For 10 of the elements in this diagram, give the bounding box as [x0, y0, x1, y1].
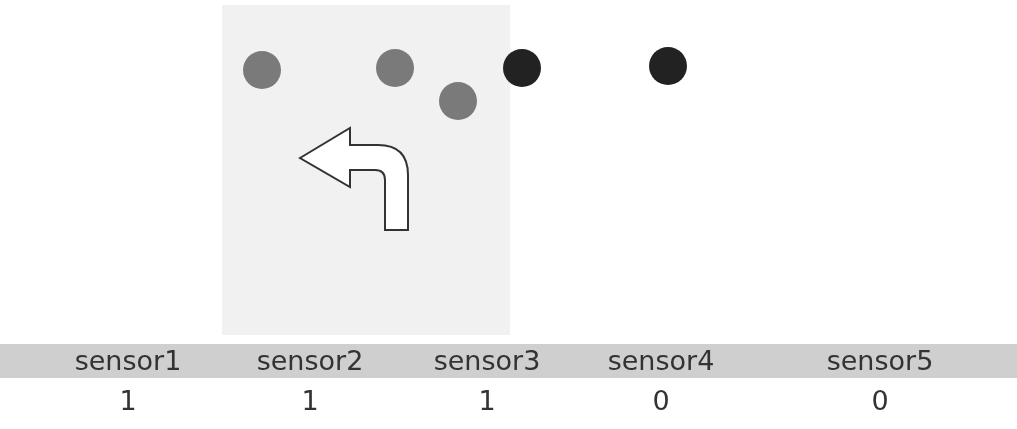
table-cell: 1: [301, 385, 319, 417]
table-cell: 1: [478, 385, 496, 417]
table-cell: 0: [871, 385, 889, 417]
column-header: sensor1: [74, 345, 182, 377]
table-cell: 1: [119, 385, 137, 417]
column-header: sensor5: [826, 345, 934, 377]
column-header: sensor2: [256, 345, 364, 377]
table-cell: 0: [652, 385, 670, 417]
column-header: sensor4: [607, 345, 715, 377]
column-header: sensor3: [433, 345, 541, 377]
